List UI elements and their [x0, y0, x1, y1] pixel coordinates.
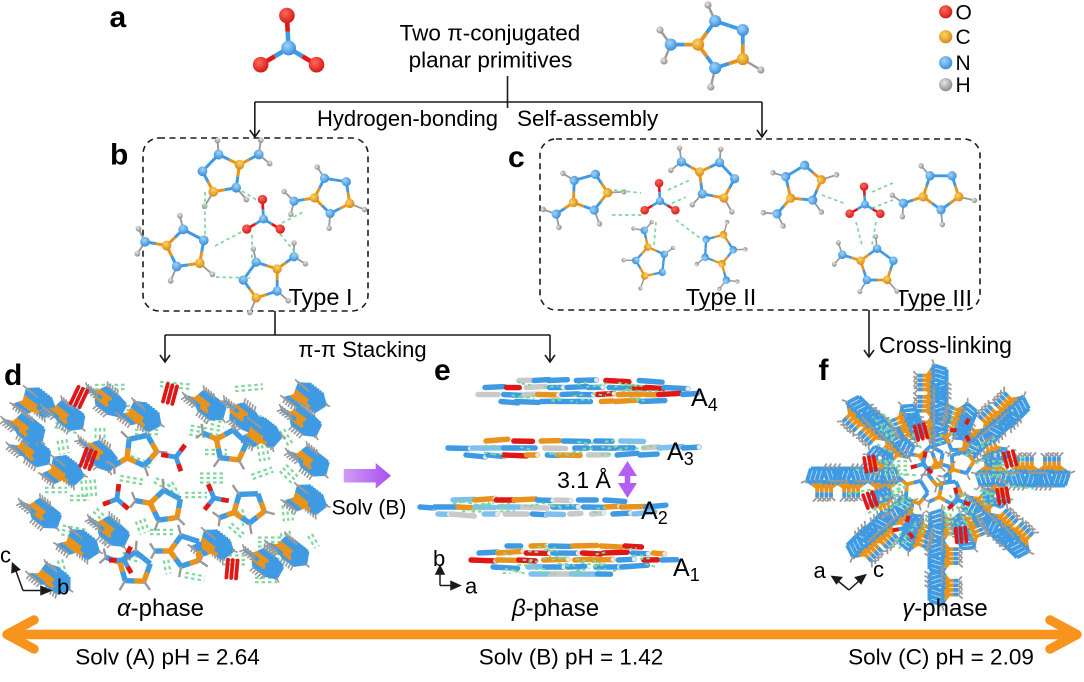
svg-text:Cross-linking: Cross-linking: [879, 332, 1012, 358]
svg-text:Solv (C) pH = 2.09: Solv (C) pH = 2.09: [848, 645, 1034, 670]
svg-text:a: a: [465, 574, 478, 599]
svg-text:α-phase: α-phase: [117, 595, 204, 622]
svg-text:d: d: [4, 359, 22, 392]
svg-text:O: O: [956, 1, 972, 24]
svg-text:Type I: Type I: [288, 284, 352, 310]
svg-text:planar primitives: planar primitives: [409, 48, 573, 73]
svg-text:a: a: [814, 558, 827, 583]
svg-text:Two π-conjugated: Two π-conjugated: [400, 21, 581, 46]
svg-text:c: c: [508, 141, 525, 174]
svg-text:Self-assembly: Self-assembly: [517, 106, 659, 131]
svg-text:Solv (B): Solv (B): [332, 497, 407, 520]
svg-text:Solv (B) pH = 1.42: Solv (B) pH = 1.42: [479, 645, 663, 670]
svg-text:γ-phase: γ-phase: [902, 595, 987, 622]
svg-text:Hydrogen-bonding: Hydrogen-bonding: [317, 106, 498, 131]
svg-text:H: H: [956, 74, 971, 97]
svg-text:f: f: [819, 354, 830, 387]
svg-text:b: b: [433, 546, 445, 571]
svg-text:c: c: [873, 557, 884, 582]
svg-text:b: b: [57, 575, 69, 600]
svg-text:β-phase: β-phase: [511, 595, 599, 622]
svg-text:c: c: [0, 543, 11, 568]
svg-text:Type III: Type III: [895, 285, 972, 311]
svg-text:N: N: [956, 52, 971, 75]
svg-text:b: b: [110, 139, 128, 172]
svg-text:Solv (A) pH = 2.64: Solv (A) pH = 2.64: [75, 645, 259, 670]
svg-text:3.1 Å: 3.1 Å: [557, 466, 611, 493]
svg-text:a: a: [110, 1, 127, 34]
svg-text:π-π Stacking: π-π Stacking: [298, 337, 426, 362]
svg-text:C: C: [956, 26, 971, 49]
svg-text:e: e: [434, 354, 451, 387]
